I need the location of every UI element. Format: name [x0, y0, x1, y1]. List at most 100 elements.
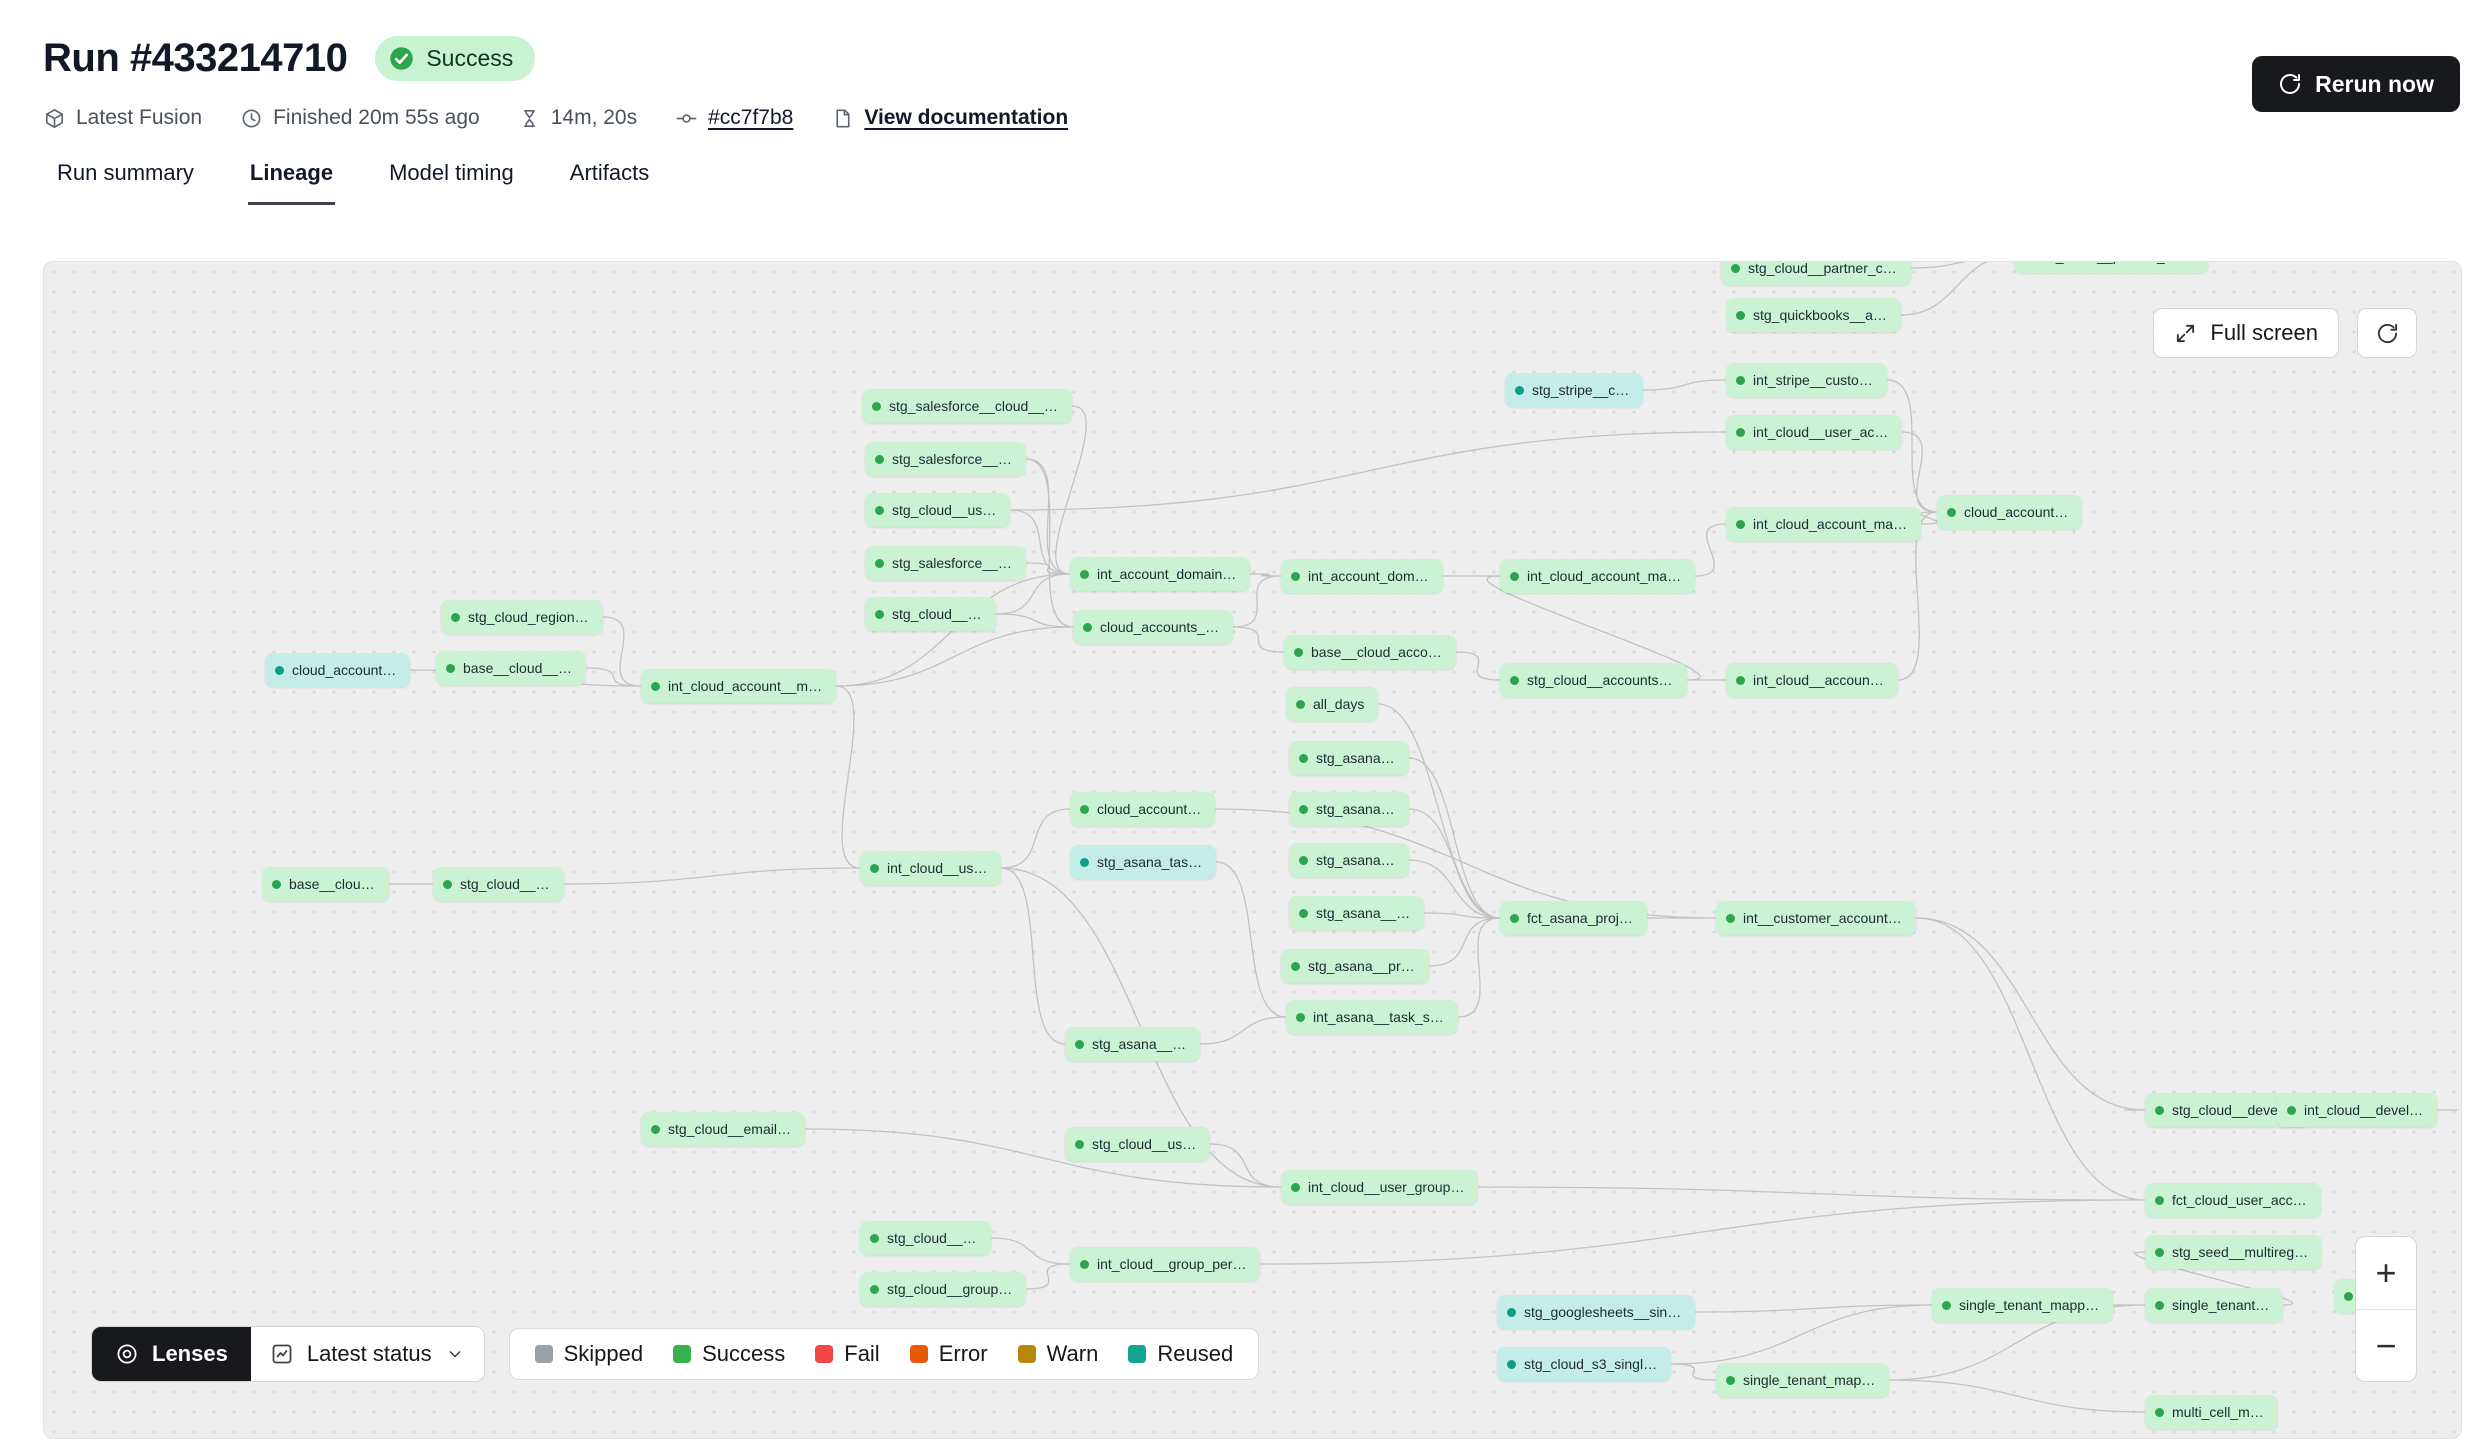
node-status-dot: [443, 880, 452, 889]
lineage-node-n10[interactable]: stg_salesforce__…: [865, 546, 1026, 580]
node-label: stg_asana__pr…: [1308, 958, 1415, 974]
lineage-node-n4[interactable]: stg_stripe__c…: [1505, 373, 1643, 407]
node-label: int_stripe__custo…: [1753, 372, 1873, 388]
lineage-node-n33[interactable]: stg_cloud__…: [433, 867, 564, 901]
lineage-node-n3[interactable]: stg_quickbooks__a…: [1726, 298, 1901, 332]
lineage-node-n6[interactable]: int_cloud__user_ac…: [1726, 415, 1902, 449]
node-label: single_tenant…: [2172, 1297, 2269, 1313]
zoom-in-button[interactable]: +: [2356, 1237, 2416, 1309]
node-status-dot: [1510, 914, 1519, 923]
lineage-node-n36[interactable]: int__customer_account…: [1716, 901, 1916, 935]
lineage-node-n28[interactable]: cloud_account…: [1070, 792, 1215, 826]
lineage-node-n7[interactable]: stg_salesforce__cloud__…: [862, 389, 1072, 423]
lineage-node-n43[interactable]: stg_cloud__…: [860, 1221, 991, 1255]
lineage-node-n25[interactable]: all_days: [1286, 687, 1378, 721]
node-status-dot: [1080, 1260, 1089, 1269]
zoom-out-button[interactable]: −: [2356, 1309, 2416, 1381]
refresh-graph-button[interactable]: [2357, 308, 2417, 358]
node-status-dot: [875, 455, 884, 464]
node-status-dot: [1299, 909, 1308, 918]
lineage-node-n50[interactable]: single_tenant_mapp…: [1932, 1288, 2113, 1322]
lineage-node-n16[interactable]: int_cloud_account_ma…: [1500, 559, 1695, 593]
node-label: stg_cloud__accounts…: [1527, 672, 1673, 688]
lineage-node-n55[interactable]: single_tenant_map…: [1716, 1363, 1889, 1397]
node-label: int_cloud__group_per…: [1097, 1256, 1246, 1272]
lineage-node-n47[interactable]: int_cloud__devel…: [2277, 1093, 2437, 1127]
lineage-node-n13[interactable]: cloud_account…: [1937, 495, 2082, 529]
lens-icon: [115, 1342, 139, 1366]
lineage-node-n11[interactable]: stg_cloud__…: [865, 597, 996, 631]
node-label: stg_seed__multireg…: [2172, 1244, 2308, 1260]
lineage-node-n21[interactable]: int_cloud_account__m…: [641, 669, 836, 703]
lineage-node-n15[interactable]: int_account_dom…: [1281, 559, 1443, 593]
legend-swatch: [1128, 1345, 1146, 1363]
node-label: stg_cloud__us…: [1092, 1136, 1196, 1152]
lineage-node-n24[interactable]: int_cloud__accoun…: [1726, 663, 1898, 697]
legend-swatch: [1018, 1345, 1036, 1363]
lineage-node-n5[interactable]: int_stripe__custo…: [1726, 363, 1887, 397]
node-label: cloud_accounts_…: [1100, 619, 1219, 635]
node-status-dot: [1731, 264, 1740, 273]
lenses-button[interactable]: Lenses: [92, 1327, 251, 1381]
fullscreen-button[interactable]: Full screen: [2153, 308, 2339, 358]
lineage-node-n51[interactable]: single_tenant…: [2145, 1288, 2283, 1322]
lineage-node-n29[interactable]: stg_asana…: [1289, 843, 1409, 877]
lineage-node-n49[interactable]: stg_seed__multireg…: [2145, 1235, 2322, 1269]
lineage-node-n31[interactable]: int_cloud__us…: [860, 851, 1001, 885]
lineage-node-n42[interactable]: int_cloud__user_group…: [1281, 1170, 1478, 1204]
lineage-node-n27[interactable]: stg_asana…: [1289, 792, 1409, 826]
lineage-node-n17[interactable]: cloud_accounts_…: [1073, 610, 1233, 644]
lineage-node-n20[interactable]: cloud_account…: [265, 653, 410, 687]
lineage-node-n38[interactable]: int_asana__task_s…: [1286, 1000, 1458, 1034]
node-label: stg_asana_tas…: [1097, 854, 1202, 870]
legend-item-success: Success: [673, 1341, 785, 1367]
node-status-dot: [1296, 700, 1305, 709]
tab-artifacts[interactable]: Artifacts: [568, 160, 651, 205]
lineage-node-n2[interactable]: int_cloud__partner_co…: [2014, 261, 2208, 273]
lineage-node-n41[interactable]: stg_cloud__us…: [1065, 1127, 1210, 1161]
lineage-node-n19[interactable]: base__cloud__…: [436, 651, 586, 685]
lineage-node-n48[interactable]: fct_cloud_user_acc…: [2145, 1183, 2321, 1217]
lineage-node-n22[interactable]: base__cloud_acco…: [1284, 635, 1456, 669]
tab-model-timing[interactable]: Model timing: [387, 160, 516, 205]
lineage-node-n12[interactable]: int_cloud_account_ma…: [1726, 507, 1921, 541]
lineage-node-n9[interactable]: stg_cloud__us…: [865, 493, 1010, 527]
lineage-node-n1[interactable]: stg_cloud__partner_c…: [1721, 261, 1911, 285]
lineage-node-n54[interactable]: stg_cloud_s3_singl…: [1497, 1347, 1671, 1381]
lineage-node-n53[interactable]: stg_googlesheets__sin…: [1497, 1295, 1695, 1329]
node-label: stg_asana__…: [1092, 1036, 1186, 1052]
lineage-node-n45[interactable]: stg_cloud__group…: [860, 1272, 1026, 1306]
node-label: stg_cloud__partner_c…: [1748, 261, 1897, 276]
legend-item-warn: Warn: [1018, 1341, 1099, 1367]
rerun-icon: [2278, 72, 2302, 96]
commit-link[interactable]: #cc7f7b8: [675, 106, 793, 130]
lineage-node-n37[interactable]: stg_asana__pr…: [1281, 949, 1429, 983]
view-documentation-link[interactable]: View documentation: [831, 106, 1068, 130]
rerun-label: Rerun now: [2315, 71, 2434, 98]
lineage-node-n23[interactable]: stg_cloud__accounts…: [1500, 663, 1687, 697]
tab-lineage[interactable]: Lineage: [248, 160, 335, 205]
node-label: stg_salesforce__…: [892, 555, 1012, 571]
lineage-node-n32[interactable]: base__clou…: [262, 867, 389, 901]
node-status-dot: [451, 613, 460, 622]
lineage-node-n18[interactable]: stg_cloud_region…: [441, 600, 603, 634]
lineage-nodes-layer: stg_cloud__partner_c… int_cloud__partner_…: [44, 262, 2461, 1438]
node-status-dot: [875, 610, 884, 619]
lineage-node-n40[interactable]: stg_cloud__email…: [641, 1112, 805, 1146]
lineage-node-n8[interactable]: stg_salesforce__…: [865, 442, 1026, 476]
node-status-dot: [1291, 962, 1300, 971]
lineage-canvas[interactable]: stg_cloud__partner_c… int_cloud__partner_…: [43, 261, 2462, 1439]
status-filter-dropdown[interactable]: Latest status: [251, 1327, 484, 1381]
lineage-node-n39[interactable]: stg_asana__…: [1065, 1027, 1200, 1061]
lineage-node-n30[interactable]: stg_asana_tas…: [1070, 845, 1216, 879]
lineage-node-n56[interactable]: multi_cell_m…: [2145, 1395, 2278, 1429]
lineage-node-n14[interactable]: int_account_domain…: [1070, 557, 1250, 591]
tab-run-summary[interactable]: Run summary: [55, 160, 196, 205]
rerun-button[interactable]: Rerun now: [2252, 56, 2460, 112]
lineage-node-n35[interactable]: fct_asana_proj…: [1500, 901, 1647, 935]
node-status-dot: [1942, 1301, 1951, 1310]
lineage-node-n44[interactable]: int_cloud__group_per…: [1070, 1247, 1260, 1281]
lineage-node-n34[interactable]: stg_asana__…: [1289, 896, 1424, 930]
lineage-node-n26[interactable]: stg_asana…: [1289, 741, 1409, 775]
run-header: Run #433214710 Success Rerun now Latest …: [0, 0, 2470, 205]
